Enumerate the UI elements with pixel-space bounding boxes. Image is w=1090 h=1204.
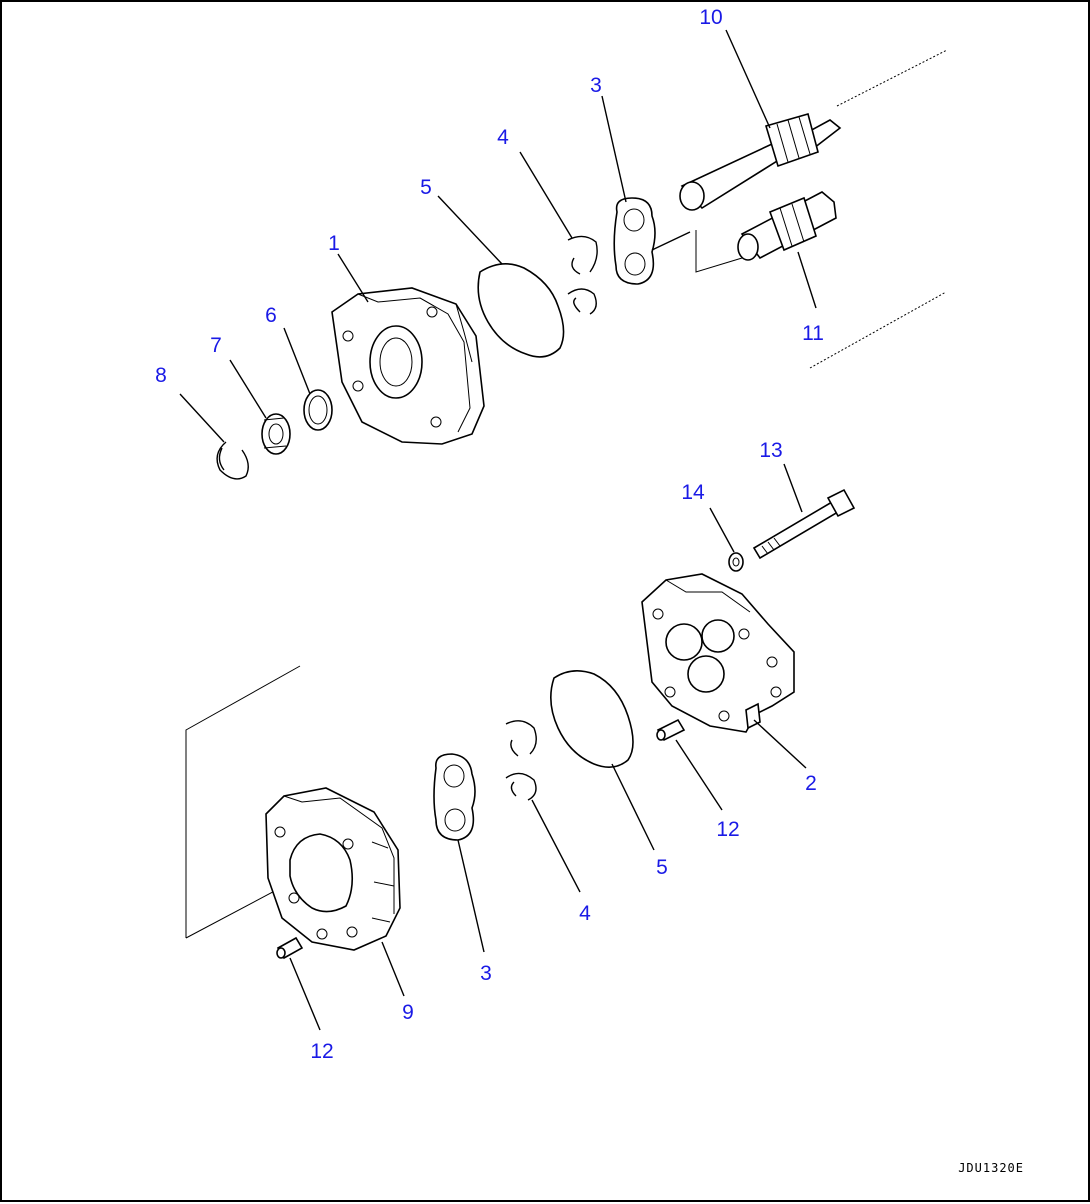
callout-9: 9 [402,1001,414,1024]
bolt-part [752,488,856,560]
washer-part [728,552,744,572]
o-ring-part [303,389,333,431]
driven-shaft-part [695,191,947,369]
callout-4-lower: 4 [579,902,591,925]
callout-11: 11 [802,322,824,345]
bushing-plate-upper [613,197,691,285]
callout-3-lower: 3 [480,962,492,985]
gasket-lower [550,670,634,768]
snap-ring-part [216,441,249,480]
callout-1: 1 [328,232,340,255]
backup-seal-upper [567,235,598,315]
rear-cover-housing [641,573,795,733]
dowel-pin-right [656,718,686,742]
callout-8: 8 [155,364,167,387]
callout-13: 13 [759,439,782,462]
callout-4-upper: 4 [497,126,509,149]
drive-shaft-part [679,49,948,211]
dowel-pin-left [276,936,304,960]
callout-14: 14 [681,481,705,504]
callout-12-left: 12 [310,1040,333,1063]
callout-5-upper: 5 [420,176,432,199]
callout-10: 10 [699,6,722,29]
drawing-code: JDU1320E [958,1161,1024,1175]
bushing-plate-lower [433,753,476,841]
oil-seal-part [261,413,291,455]
front-cover-housing [331,287,485,445]
gasket-upper [477,263,565,358]
leader-lines [179,29,817,1031]
callout-7: 7 [210,334,222,357]
backup-seal-lower [505,720,537,801]
callout-3-upper: 3 [590,74,602,97]
callout-12-right: 12 [716,818,739,841]
gear-case-body [185,665,401,951]
callout-6: 6 [265,304,277,327]
callout-2: 2 [805,772,817,795]
callout-5-lower: 5 [656,856,668,879]
callout-labels: 10 3 4 5 1 6 7 8 11 13 14 2 12 5 4 3 9 1… [155,6,824,1063]
